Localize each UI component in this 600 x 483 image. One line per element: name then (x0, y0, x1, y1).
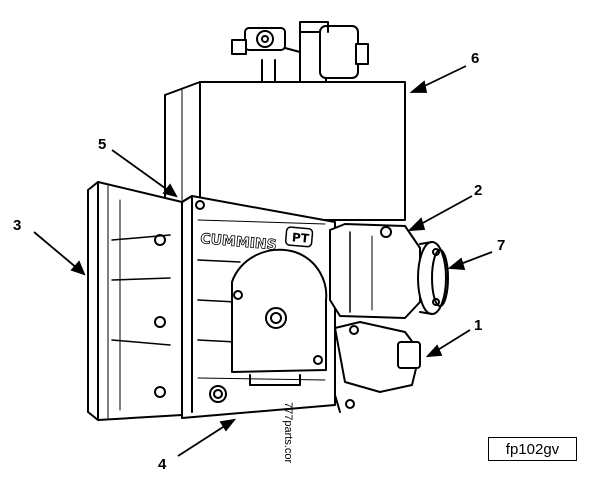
lower-fitting (334, 321, 421, 413)
pt-badge: PT (284, 226, 314, 248)
callout-3: 3 (13, 217, 22, 234)
end-cover-plate (417, 241, 449, 315)
callout-6: 6 (471, 50, 480, 67)
brand-lettering: CUMMINS (200, 231, 278, 254)
gear-pump (329, 223, 421, 319)
callout-5: 5 (98, 136, 107, 153)
callout-2: 2 (474, 182, 483, 199)
callout-1: 1 (474, 317, 483, 334)
top-solenoid-fitting (231, 21, 369, 83)
mounting-flange (87, 181, 183, 421)
figure-id-label: fp102gv (488, 437, 577, 461)
svg-text:PT: PT (291, 230, 310, 245)
watermark-text: 777parts.cor (282, 402, 294, 464)
callout-4: 4 (158, 456, 167, 473)
callout-7: 7 (497, 237, 506, 254)
governor-cover-plate (231, 248, 328, 386)
callout-leaders (33, 65, 493, 457)
